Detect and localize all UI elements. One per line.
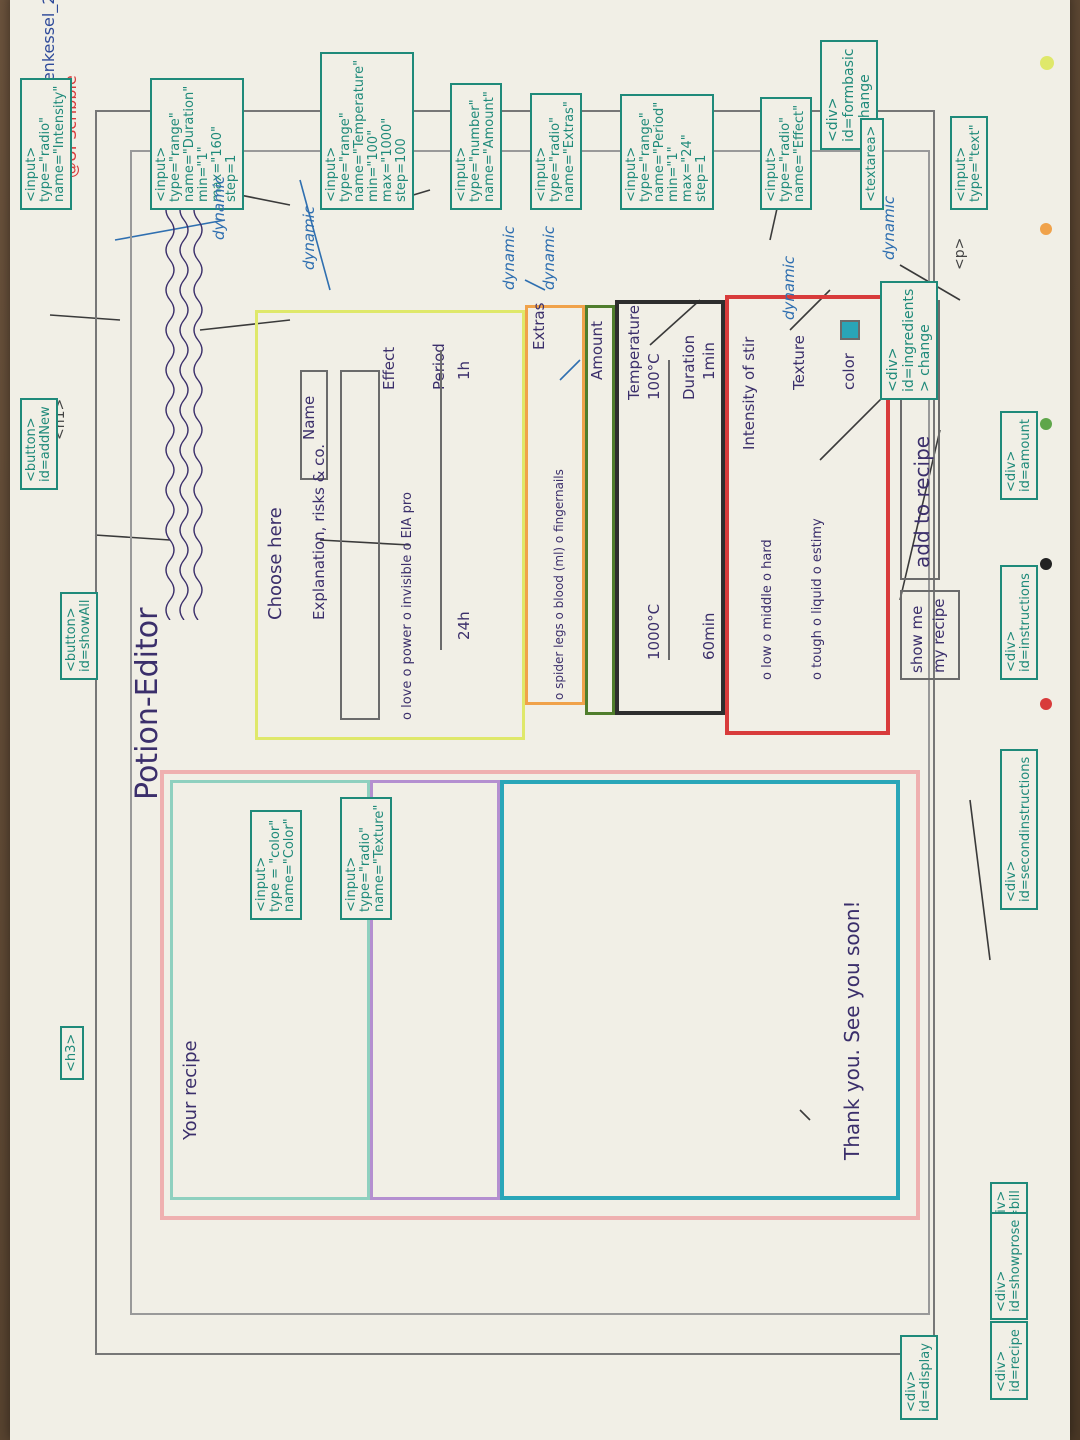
texture-options[interactable]: o tough o liquid o estimy [810, 518, 825, 680]
note-div-recipe: <div> id=recipe [990, 1321, 1028, 1400]
temperature-slider[interactable] [668, 360, 670, 660]
note-div-showprose: <div> id=showprose [990, 1211, 1028, 1320]
duration-max: 60min [700, 612, 718, 660]
note-input-radio-intensity: <input> type="radio" name="Intensity" [20, 77, 72, 210]
note-input-radio-effect: <input> type="radio" name="Effect" [760, 96, 812, 210]
intensity-options[interactable]: o low o middle o hard [760, 539, 775, 680]
recipe-heading: Your recipe [180, 1040, 201, 1140]
amount-label: Amount [588, 321, 606, 380]
p-annotation: <p> [952, 237, 968, 270]
effect-options[interactable]: o love o power o invisible o EIA pro [400, 492, 415, 720]
note-input-color: <input> type = "color" name="Color" [250, 810, 302, 920]
period-slider[interactable] [440, 350, 442, 650]
note-div-ingredients: <div> id=ingredients > change [880, 280, 938, 400]
show-recipe-button[interactable]: show me my recipe [900, 590, 960, 680]
note-input-radio-extras: <input> type="radio" name="Extras" [530, 93, 582, 210]
note-input-radio-texture: <input> type="radio" name="Texture" [340, 796, 392, 920]
duration-min: 1min [700, 342, 718, 380]
extras-options[interactable]: o spider legs o blood (ml) o fingernails [552, 469, 566, 700]
tag-dot-green [1040, 418, 1052, 430]
dynamic-label: dynamic [880, 195, 898, 260]
tag-dot-yellow [1040, 56, 1054, 70]
intensity-label: Intensity of stir [740, 336, 758, 450]
paper-sheet [10, 0, 1070, 1440]
temperature-max: 1000°C [645, 603, 663, 660]
effect-label: Effect [380, 346, 398, 390]
dynamic-label: dynamic [210, 175, 228, 240]
texture-label: Texture [790, 335, 808, 390]
period-label: Period [430, 343, 448, 390]
choose-heading: Choose here [265, 507, 286, 620]
explanation-textarea[interactable] [340, 370, 380, 720]
tag-dot-orange [1040, 223, 1052, 235]
note-input-range-period: <input> type="range" name="Period" min="… [620, 93, 714, 210]
color-input[interactable] [840, 320, 860, 340]
note-button-showall: <button> id=showAll [60, 591, 98, 680]
note-input-range-temperature: <input> type="range" name="Temperature" … [320, 51, 414, 210]
dynamic-label: dynamic [300, 205, 318, 270]
duration-label: Duration [680, 334, 698, 400]
note-div-instructions: <div> id=instructions [1000, 565, 1038, 680]
period-min: 1h [455, 360, 473, 380]
period-max: 24h [455, 611, 473, 640]
note-div-secondinstructions: <div> id=secondinstructions [1000, 748, 1038, 910]
dynamic-label: dynamic [500, 225, 518, 290]
color-label: color [840, 353, 858, 390]
explanation-label: Explanation, risks & co. [310, 443, 328, 620]
note-div-amount: <div> id=amount [1000, 411, 1038, 500]
dynamic-label: dynamic [540, 225, 558, 290]
note-div-display: <div> id=display [900, 1335, 938, 1420]
dynamic-label: dynamic [780, 255, 798, 320]
temperature-label: Temperature [625, 304, 643, 400]
thanks-heading: Thank you. See you soon! [840, 900, 864, 1160]
tag-dot-black [1040, 558, 1052, 570]
note-button-addnew: <button> id=addNew [20, 398, 58, 490]
note-h3: <h3> [60, 1025, 84, 1080]
temperature-min: 100°C [645, 353, 663, 400]
note-input-number-amount: <input> type="number" name="Amount" [450, 83, 502, 210]
tag-dot-red [1040, 698, 1052, 710]
note-input-range-duration: <input> type="range" name="Duration" min… [150, 77, 244, 210]
note-input-text: <input> type="text" [950, 116, 988, 210]
extras-label: Extras [530, 302, 548, 350]
